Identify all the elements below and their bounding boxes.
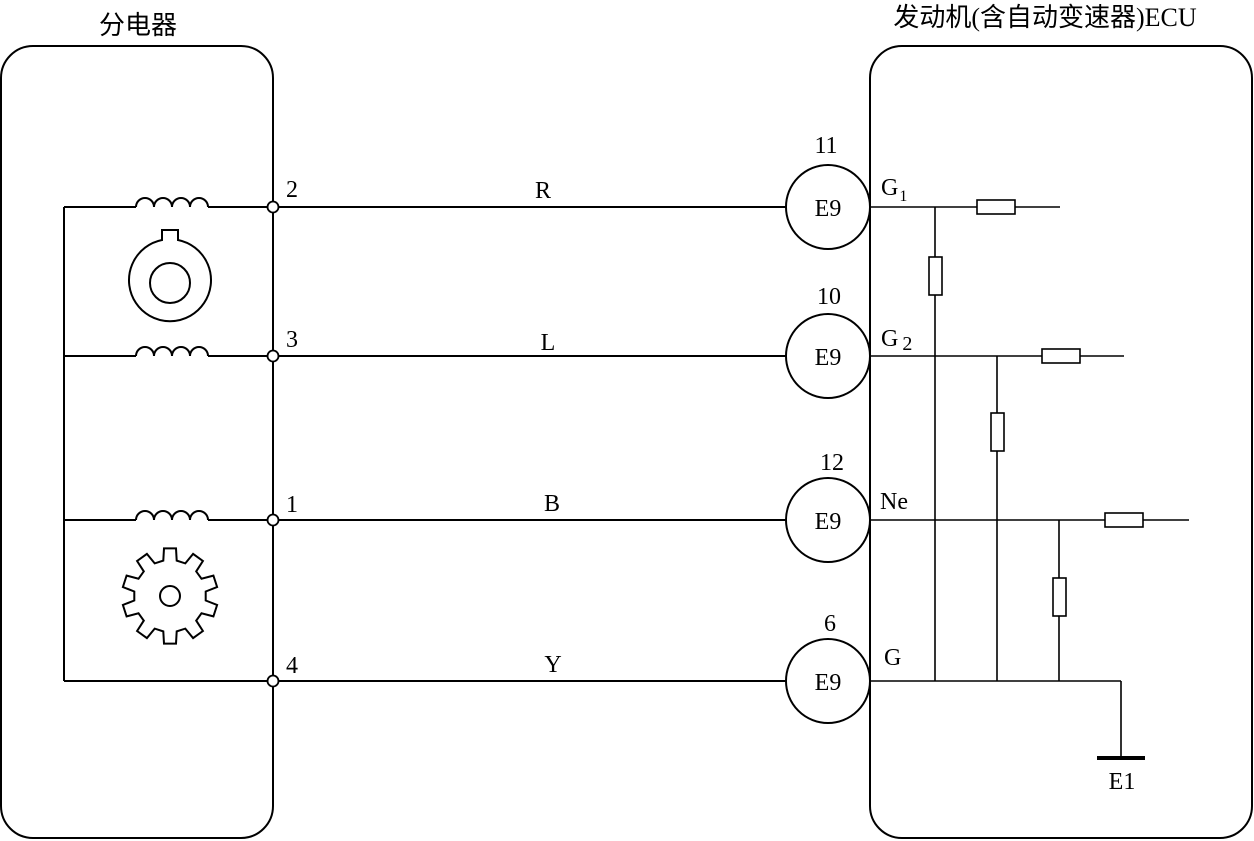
ecu-pin-number: 11 [814, 133, 837, 159]
ecu-pin-number: 10 [817, 284, 841, 310]
signal-label-g1: G1 [881, 175, 907, 205]
wire-color-label: R [535, 178, 551, 204]
distributor-terminals: 2 3 1 4 [266, 177, 298, 688]
distributor-title: 分电器 [99, 11, 177, 40]
wire-color-label: L [541, 330, 556, 356]
connector-label: E9 [815, 670, 842, 696]
wire-color-label: B [544, 491, 560, 517]
terminal-3 [266, 349, 280, 363]
ground-label: E1 [1109, 769, 1136, 795]
ecu-title: 发动机(含自动变速器)ECU [893, 3, 1197, 32]
resistor-symbol [1041, 348, 1081, 364]
signal-label-ne: Ne [880, 489, 908, 515]
terminal-2 [266, 200, 280, 214]
resistor-symbol [990, 412, 1005, 452]
resistor-symbol [928, 256, 943, 296]
pin-label: 2 [286, 177, 298, 203]
signal-label-g: G [884, 645, 901, 671]
connector-label: E9 [815, 345, 842, 371]
pickup-coil-g2 [64, 346, 273, 357]
terminal-1 [266, 513, 280, 527]
connector-label: E9 [815, 196, 842, 222]
ecu-pin-number: 6 [824, 611, 836, 637]
ne-signal-gear-icon [121, 547, 219, 645]
harness-wires: R L B Y [279, 178, 786, 682]
pin-label: 1 [286, 492, 298, 518]
pickup-coil-g1 [64, 197, 273, 208]
pin-label: 3 [286, 327, 298, 353]
distributor-block: 分电器 [0, 11, 298, 839]
g-signal-rotor-icon [128, 229, 212, 323]
resistor-symbol [1052, 577, 1067, 617]
pickup-coil-ne [64, 510, 273, 521]
ecu-outline [869, 45, 1253, 839]
distributor-outline [0, 45, 274, 839]
wire-color-label: Y [544, 652, 561, 678]
connector-label: E9 [815, 509, 842, 535]
pin-label: 4 [286, 653, 298, 679]
resistor-symbol [976, 199, 1016, 215]
connectors: E9 E9 E9 E9 11 10 12 6 [785, 133, 871, 724]
terminal-4 [266, 674, 280, 688]
ecu-pin-number: 12 [820, 450, 844, 476]
resistor-symbol [1104, 512, 1144, 528]
